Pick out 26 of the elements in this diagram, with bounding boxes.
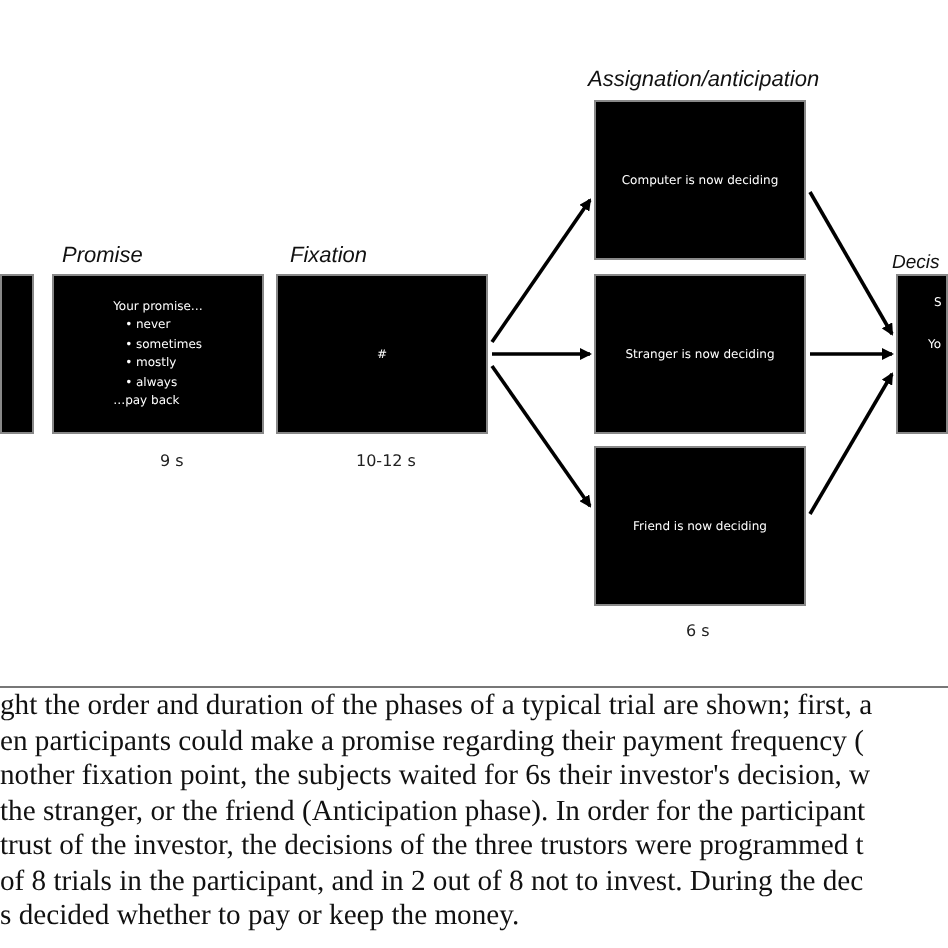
screen-panel (896, 274, 948, 434)
caption-text: nother fixation point, the subjects waited for 6s their investor's decision, w (0, 760, 871, 794)
screen-panel (52, 274, 264, 434)
arrow (810, 348, 894, 360)
screen-panel (594, 274, 806, 434)
phase-title: Promise (62, 244, 143, 268)
duration-label: 9 s (160, 452, 184, 470)
phase-title: Decis (892, 252, 940, 274)
caption-text: s decided whether to pay or keep the money. (0, 900, 520, 934)
arrow (490, 364, 592, 508)
arrow (490, 198, 592, 344)
duration-label: 10-12 s (356, 452, 416, 470)
duration-label: 6 s (686, 622, 710, 640)
screen-panel (594, 100, 806, 260)
arrow (808, 372, 894, 515)
screen-panel (276, 274, 488, 434)
caption-text: en participants could make a promise regarding their payment frequency ( (0, 725, 864, 759)
screen-panel (594, 446, 806, 606)
caption-text: trust of the investor, the decisions of the three trustors were programmed t (0, 830, 864, 864)
caption-text: ght the order and duration of the phases of a typical trial are shown; first, a (0, 690, 873, 724)
box-shape (0, 274, 34, 434)
arrow (492, 348, 592, 360)
arrow (808, 191, 894, 336)
caption-text: of 8 trials in the participant, and in 2 out of 8 not to invest. During the dec (0, 865, 864, 899)
caption-text: the stranger, or the friend (Anticipation phase). In order for the participant (0, 795, 866, 829)
phase-title: Fixation (290, 244, 368, 268)
